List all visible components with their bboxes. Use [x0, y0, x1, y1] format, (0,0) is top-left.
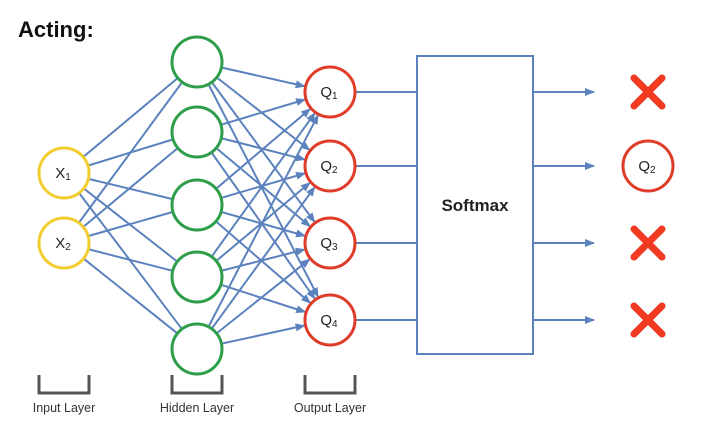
output-node: Q1	[303, 65, 357, 119]
hidden-node	[170, 178, 224, 232]
output-node-label-subscript: 4	[332, 319, 338, 330]
hidden-output-edge	[196, 61, 319, 298]
hidden-output-edge	[196, 112, 316, 278]
selected-output-circle	[621, 139, 675, 193]
output-layer-label: Output Layer	[294, 401, 366, 415]
output-node-circle	[303, 65, 357, 119]
selected-output-node: Q2	[621, 139, 675, 193]
selected-output-label-subscript: 2	[650, 165, 656, 176]
hidden-layer-label: Hidden Layer	[160, 401, 234, 415]
cross-icon	[630, 302, 666, 338]
output-node: Q3	[303, 216, 357, 270]
input-node-label-subscript: 1	[65, 172, 71, 183]
hidden-node-circle	[170, 178, 224, 232]
hidden-node	[170, 250, 224, 304]
input-node-circle	[37, 146, 91, 200]
hidden-output-edge	[196, 186, 316, 350]
input-node-circle	[37, 216, 91, 270]
output-node: Q2	[303, 139, 357, 193]
softmax-label: Softmax	[441, 196, 509, 215]
input-layer-bracket	[37, 375, 91, 395]
hidden-node	[170, 105, 224, 159]
hidden-node-circle	[170, 105, 224, 159]
cross-icon	[630, 225, 666, 261]
layer-brackets	[37, 375, 357, 395]
results: Q2	[621, 74, 675, 338]
input-node: X2	[37, 216, 91, 270]
output-node-label-subscript: 1	[332, 91, 338, 102]
input-hidden-edge	[63, 81, 184, 244]
diagram-title: Acting:	[18, 17, 94, 42]
input-node-label-subscript: 2	[65, 242, 71, 253]
hidden-node-circle	[170, 35, 224, 89]
hidden-node	[170, 35, 224, 89]
output-layer-bracket	[303, 375, 357, 395]
output-node-circle	[303, 293, 357, 347]
hidden-output-edge	[196, 114, 319, 350]
hidden-node-circle	[170, 250, 224, 304]
output-node-circle	[303, 216, 357, 270]
output-node-circle	[303, 139, 357, 193]
input-hidden-edge	[63, 172, 183, 330]
output-node-label-subscript: 3	[332, 242, 338, 253]
output-node-label-subscript: 2	[332, 165, 338, 176]
input-layer-label: Input Layer	[33, 401, 96, 415]
hidden-node	[170, 322, 224, 376]
output-node: Q4	[303, 293, 357, 347]
input-node: X1	[37, 146, 91, 200]
cross-icon	[630, 74, 666, 110]
softmax-box	[416, 55, 534, 355]
hidden-node-circle	[170, 322, 224, 376]
hidden-layer-bracket	[170, 375, 224, 395]
